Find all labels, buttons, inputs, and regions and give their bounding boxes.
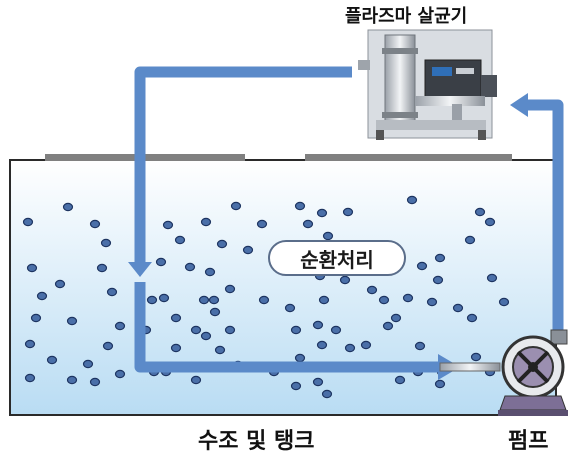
bubble-icon [474, 207, 486, 217]
bubble-icon [162, 220, 174, 230]
bubble-icon [312, 320, 324, 330]
bubble-icon [184, 262, 196, 272]
bubble-icon [339, 275, 351, 285]
bubble-icon [312, 377, 324, 387]
bubble-icon [484, 217, 496, 227]
bubble-icon [290, 381, 302, 391]
bubble-icon [36, 291, 48, 301]
bubble-icon [22, 217, 34, 227]
bubble-icon [402, 293, 414, 303]
bubble-icon [190, 375, 202, 385]
bubble-icon [344, 343, 356, 353]
bubble-icon [316, 340, 328, 350]
bubble-icon [146, 295, 158, 305]
bubble-icon [498, 297, 510, 307]
bubble-icon [24, 373, 36, 383]
arrow-return-segment [528, 99, 564, 330]
bubble-icon [318, 295, 330, 305]
bubble-icon [114, 369, 126, 379]
bubble-icon [294, 201, 306, 211]
bubble-icon [390, 313, 402, 323]
circulation-arrows [134, 66, 564, 373]
bubble-icon [290, 325, 302, 335]
bubble-icon [330, 325, 342, 335]
bubble-icon [208, 295, 220, 305]
bubble-icon [114, 321, 126, 331]
bubble-icon [82, 359, 94, 369]
bubble-icon [174, 235, 186, 245]
arrow-outflow-segment [134, 66, 352, 262]
arrow-head-down [128, 262, 152, 277]
bubble-icon [294, 353, 306, 363]
process-label: 순환처리 [268, 240, 406, 276]
process-label-text: 순환처리 [300, 247, 374, 272]
bubble-icon [382, 321, 394, 331]
pump-label: 펌프 [508, 429, 549, 454]
bubble-icon [230, 201, 242, 211]
bubble-icon [30, 313, 42, 323]
bubble-icon [466, 313, 478, 323]
tank-lid-right [305, 154, 512, 161]
bubble-icon [406, 195, 418, 205]
bubble-icon [62, 202, 74, 212]
bubble-icon [96, 263, 108, 273]
arrow-inflow-segment [134, 282, 438, 373]
bubble-icon [198, 295, 210, 305]
bubble-icon [426, 297, 438, 307]
bubble-icon [224, 325, 236, 335]
bubble-icon [209, 307, 221, 317]
bubble-icon [316, 208, 328, 218]
bubble-icon [155, 257, 167, 267]
bubble-icon [102, 341, 114, 351]
bubble-icon [216, 239, 228, 249]
arrow-head-left [510, 93, 528, 117]
bubble-icon [284, 303, 296, 313]
bubble-icon [66, 316, 78, 326]
bubble-icon [342, 207, 354, 217]
bubble-icon [190, 325, 202, 335]
bubble-icon [200, 331, 212, 341]
bubble-icon [89, 219, 101, 229]
bubble-icon [204, 267, 216, 277]
bubble-icon [322, 231, 334, 241]
bubble-icon [89, 377, 101, 387]
bubble-icon [366, 285, 378, 295]
device-label: 플라즈마 살균기 [345, 6, 468, 27]
bubble-icon [452, 303, 464, 313]
bubble-icon [54, 279, 66, 289]
pump-icon [439, 329, 568, 416]
bubble-icon [464, 235, 476, 245]
bubble-icon [416, 261, 428, 271]
bubble-icon [258, 295, 270, 305]
bubble-icon [214, 345, 226, 355]
bubble-icon [394, 375, 406, 385]
bubble-icon [100, 238, 112, 248]
bubble-icon [321, 389, 333, 399]
bubble-icon [434, 253, 446, 263]
bubble-icon [26, 263, 38, 273]
bubble-icon [242, 245, 254, 255]
bubble-icon [434, 379, 446, 389]
bubble-icon [470, 352, 482, 362]
bubble-icon [432, 275, 444, 285]
bubble-icon [106, 287, 118, 297]
bubble-icon [170, 313, 182, 323]
bubble-icon [200, 217, 212, 227]
bubble-icon [158, 293, 170, 303]
bubble-icon [224, 284, 236, 294]
plasma-sterilizer-icon [358, 29, 497, 140]
bubble-icon [486, 273, 498, 283]
bubble-icon [302, 219, 314, 229]
bubble-icon [414, 341, 426, 351]
bubble-icon [66, 375, 78, 385]
bubble-icon [378, 295, 390, 305]
bubble-icon [256, 219, 268, 229]
bubble-icon [46, 355, 58, 365]
bubble-icon [360, 340, 372, 350]
tank-label: 수조 및 탱크 [198, 429, 315, 454]
bubble-icon [170, 343, 182, 353]
bubble-icon [24, 339, 36, 349]
tank-body [9, 159, 557, 416]
